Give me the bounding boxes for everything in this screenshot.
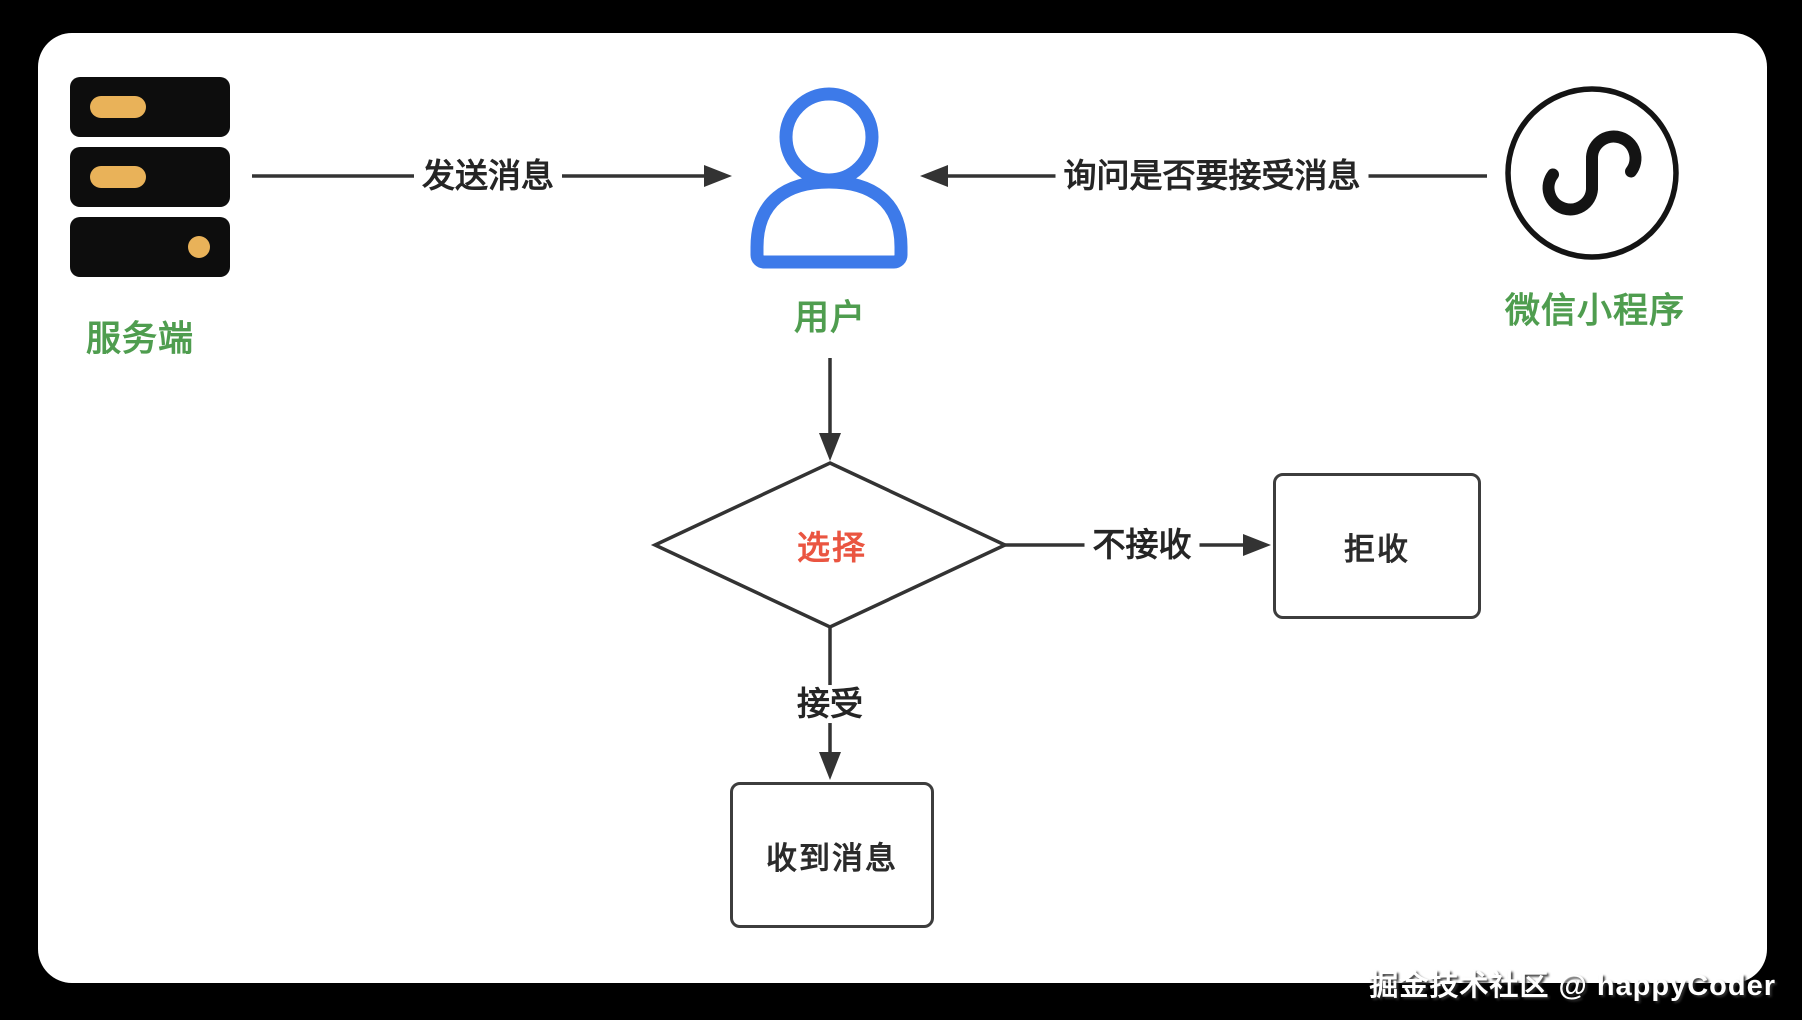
user-icon bbox=[750, 87, 908, 269]
reject-box-label: 拒收 bbox=[1344, 531, 1410, 567]
wechat-miniprogram-icon bbox=[1505, 86, 1679, 260]
wechat-node-label: 微信小程序 bbox=[1504, 291, 1686, 331]
reject-box: 拒收 bbox=[1273, 473, 1481, 619]
user-node-label: 用户 bbox=[793, 298, 867, 338]
edge-label-not-accept: 不接收 bbox=[1084, 526, 1200, 564]
server-icon bbox=[70, 77, 230, 277]
edge-label-send-message: 发送消息 bbox=[414, 157, 562, 195]
watermark-text: 掘金技术社区 @ happyCoder bbox=[1369, 970, 1776, 1002]
edge-label-ask-accept: 询问是否要接受消息 bbox=[1055, 157, 1369, 195]
received-box-label: 收到消息 bbox=[766, 840, 898, 876]
decision-label: 选择 bbox=[797, 529, 867, 566]
server-node-label: 服务端 bbox=[85, 319, 195, 359]
received-box: 收到消息 bbox=[730, 782, 934, 928]
arrow-user-to-decision bbox=[819, 358, 841, 461]
edge-label-accept: 接受 bbox=[789, 685, 871, 723]
